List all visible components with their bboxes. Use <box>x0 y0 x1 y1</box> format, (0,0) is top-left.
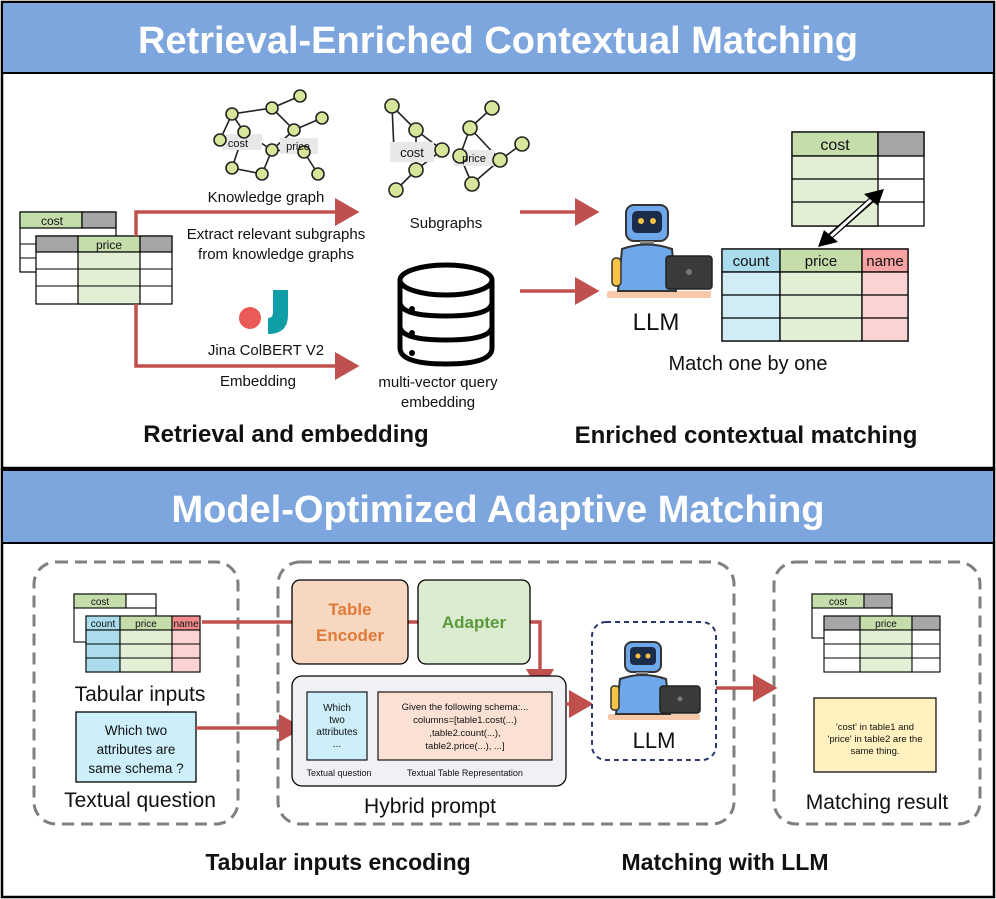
mini-question-line2: two <box>329 715 345 726</box>
multivector-line2: embedding <box>401 394 475 411</box>
mini-question-line1: Which <box>323 703 351 714</box>
robot-laptop-icon <box>607 204 713 298</box>
result-line2: 'price' in table2 are the <box>828 734 923 745</box>
bottom-header-price: price <box>135 619 157 630</box>
subgraph-node-cost: cost <box>400 145 424 160</box>
schema-caption: Textual Table Representation <box>407 768 523 778</box>
question-line1: Which two <box>105 723 167 738</box>
match-table-right: count price name <box>721 248 909 342</box>
table-encoder-line1: Table <box>328 600 371 619</box>
matching-result-label: Matching result <box>806 791 949 814</box>
jina-label: Jina ColBERT V2 <box>208 342 324 359</box>
knowledge-graph-label: Knowledge graph <box>208 189 325 206</box>
embedding-label: Embedding <box>220 373 296 390</box>
bottom-banner-title: Model-Optimized Adaptive Matching <box>171 489 824 531</box>
subgraphs-icon <box>384 98 530 198</box>
enriched-section-title: Enriched contextual matching <box>575 422 918 449</box>
extract-text-line2: from knowledge graphs <box>198 246 354 263</box>
knowledge-graph-icon <box>213 89 329 181</box>
input-tables-top: cost price <box>19 211 173 305</box>
result-line3: same thing. <box>850 746 899 757</box>
llm-label-top: LLM <box>633 309 680 336</box>
result-header-cost: cost <box>829 597 848 608</box>
subgraph-node-price: price <box>462 153 486 165</box>
table-header-price: price <box>96 238 122 252</box>
encoding-group <box>276 560 736 826</box>
adapter-label: Adapter <box>442 613 507 632</box>
mini-question-caption: Textual question <box>306 768 371 778</box>
top-banner <box>3 3 993 73</box>
llm-label-bottom: LLM <box>633 728 676 753</box>
arrow-to-subgraphs <box>134 198 360 236</box>
question-line3: same schema ? <box>88 761 183 776</box>
question-box <box>75 711 197 783</box>
adapter-box <box>417 579 531 665</box>
robot-laptop-icon-bottom <box>608 641 701 720</box>
subgraphs-label: Subgraphs <box>410 215 483 232</box>
database-icon <box>397 262 495 367</box>
right-header-price: price <box>805 253 838 270</box>
schema-box <box>377 691 553 761</box>
tabular-inputs-label: Tabular inputs <box>75 683 206 706</box>
bottom-banner <box>3 471 993 543</box>
schema-line4: table2.price(...), ...] <box>425 741 504 752</box>
arrow-to-embedding <box>134 304 360 380</box>
result-group <box>772 560 982 826</box>
tabular-inputs-group <box>32 560 240 826</box>
match-one-by-one: Match one by one <box>669 353 828 375</box>
result-header-price: price <box>875 619 897 630</box>
table-encoder-box <box>291 579 409 665</box>
bottom-header-count: count <box>91 619 116 630</box>
kg-node-cost: cost <box>228 138 248 150</box>
table-encoder-line2: Encoder <box>316 626 384 645</box>
result-line1: 'cost' in table1 and <box>836 722 914 733</box>
result-box <box>813 697 937 773</box>
extract-text-line1: Extract relevant subgraphs <box>187 226 365 243</box>
schema-line3: ,table2.count(...), <box>429 728 500 739</box>
hybrid-prompt-label: Hybrid prompt <box>364 795 496 818</box>
mini-question-line4: ... <box>333 739 341 750</box>
encoding-section-title: Tabular inputs encoding <box>205 849 470 875</box>
multivector-line1: multi-vector query <box>378 374 498 391</box>
kg-node-price: price <box>286 141 310 153</box>
tabular-input-tables: cost count price name <box>73 593 201 673</box>
textual-question-label: Textual question <box>64 789 216 812</box>
schema-line1: Given the following schema:... <box>402 702 529 713</box>
right-header-cost: cost <box>820 137 850 154</box>
right-header-count: count <box>733 253 771 270</box>
right-header-name: name <box>866 253 904 270</box>
bottom-header-name: name <box>173 619 198 630</box>
llm-section-title: Matching with LLM <box>622 849 829 875</box>
schema-line2: columns=[table1.cost(...) <box>413 715 517 726</box>
table-header-cost: cost <box>41 214 64 228</box>
cost-table-right: cost <box>791 131 925 227</box>
top-banner-title: Retrieval-Enriched Contextual Matching <box>138 20 858 62</box>
mini-question-line3: attributes <box>316 727 357 738</box>
match-arrow <box>827 196 875 240</box>
question-line2: attributes are <box>97 742 176 757</box>
mini-question-box <box>306 691 368 761</box>
bottom-header-cost: cost <box>91 597 110 608</box>
retrieval-section-title: Retrieval and embedding <box>143 421 428 448</box>
result-tables: cost price <box>811 593 941 673</box>
jina-logo-icon <box>239 290 288 334</box>
